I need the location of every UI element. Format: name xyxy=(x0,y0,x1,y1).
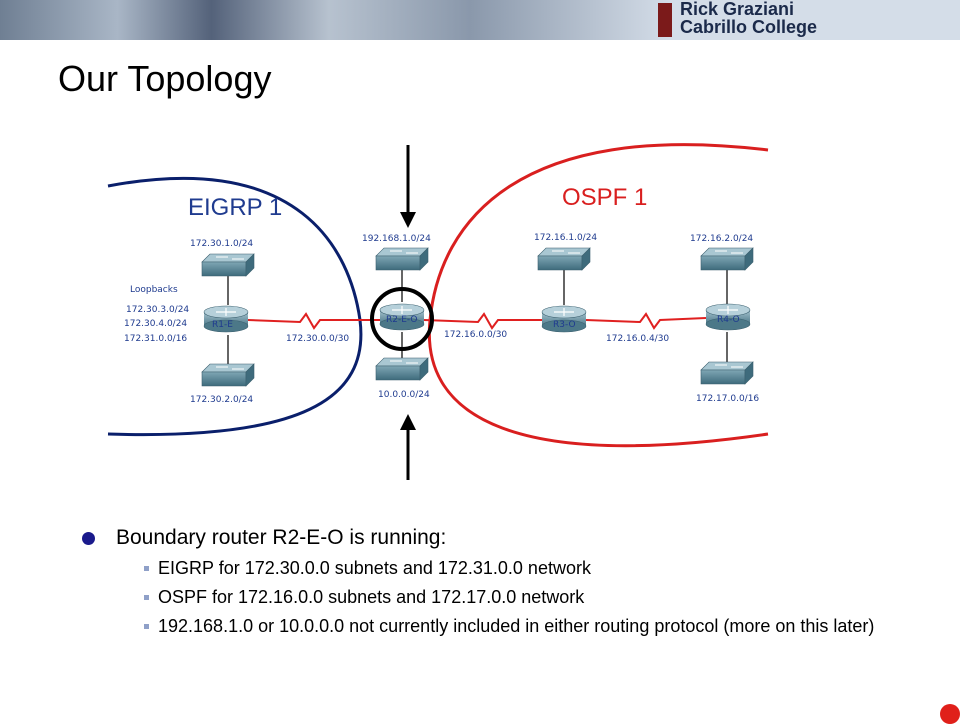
boundary-router-highlight xyxy=(370,287,434,351)
bullet-list: Boundary router R2-E-O is running: EIGRP… xyxy=(82,526,922,645)
banner-college: Cabrillo College xyxy=(680,17,818,37)
network-label-r2-top: 192.168.1.0/24 xyxy=(362,234,431,244)
bullet-dot-icon xyxy=(82,532,95,545)
switch-r1-bottom xyxy=(201,363,255,387)
serial-link-r2-r3 xyxy=(423,312,544,330)
router-label-r3: R3-O xyxy=(553,320,576,330)
network-label-r2-r3: 172.16.0.0/30 xyxy=(444,330,507,340)
network-label-r3-top: 172.16.1.0/24 xyxy=(534,233,597,243)
banner-photo xyxy=(0,0,470,40)
ospf-area-label: OSPF 1 xyxy=(562,184,647,211)
switch-r2-top xyxy=(375,247,429,271)
sub-bullet-2-text: OSPF for 172.16.0.0 subnets and 172.17.0… xyxy=(158,587,585,607)
bullet-main: Boundary router R2-E-O is running: xyxy=(82,526,922,550)
slide-title: Our Topology xyxy=(58,58,272,99)
loopback-label-3: 172.31.0.0/16 xyxy=(124,334,187,344)
slide-corner-dot xyxy=(940,704,960,724)
serial-link-r1-r2 xyxy=(247,312,380,330)
network-label-r1-r2: 172.30.0.0/30 xyxy=(286,334,349,344)
switch-r2-bottom xyxy=(375,357,429,381)
network-label-r1-bottom: 172.30.2.0/24 xyxy=(190,395,253,405)
banner-text: Rick Graziani Cabrillo College xyxy=(680,0,817,36)
network-label-r4-top: 172.16.2.0/24 xyxy=(690,234,753,244)
header-banner: Rick Graziani Cabrillo College xyxy=(0,0,960,40)
sub-bullet-icon xyxy=(144,624,149,629)
switch-r1-top xyxy=(201,253,255,277)
sub-bullet-3: 192.168.1.0 or 10.0.0.0 not currently in… xyxy=(82,616,922,637)
eigrp-area-label: EIGRP 1 xyxy=(188,194,282,221)
network-label-r2-bottom: 10.0.0.0/24 xyxy=(378,390,430,400)
switch-r4-top xyxy=(700,247,754,271)
sub-bullet-icon xyxy=(144,595,149,600)
switch-r4-bottom xyxy=(700,361,754,385)
arrow-top-head xyxy=(400,212,416,228)
network-label-r1-top: 172.30.1.0/24 xyxy=(190,239,253,249)
serial-link-r3-r4 xyxy=(585,312,707,330)
switch-r3-top xyxy=(537,247,591,271)
sub-bullet-icon xyxy=(144,566,149,571)
network-label-r3-r4: 172.16.0.4/30 xyxy=(606,334,669,344)
sub-bullet-2: OSPF for 172.16.0.0 subnets and 172.17.0… xyxy=(82,587,922,608)
sub-bullet-1-text: EIGRP for 172.30.0.0 subnets and 172.31.… xyxy=(158,558,591,578)
sub-bullet-3-text: 192.168.1.0 or 10.0.0.0 not currently in… xyxy=(158,616,875,636)
college-logo xyxy=(658,3,672,37)
loopback-label-2: 172.30.4.0/24 xyxy=(124,319,187,329)
router-label-r4: R4-O xyxy=(717,315,740,325)
loopback-label-1: 172.30.3.0/24 xyxy=(126,305,189,315)
bullet-main-text: Boundary router R2-E-O is running: xyxy=(116,526,447,549)
banner-author: Rick Graziani xyxy=(680,0,795,19)
router-label-r2: R2-E-O xyxy=(386,315,418,325)
sub-bullet-1: EIGRP for 172.30.0.0 subnets and 172.31.… xyxy=(82,558,922,579)
network-label-r4-bottom: 172.17.0.0/16 xyxy=(696,394,759,404)
router-label-r1: R1-E xyxy=(212,320,233,330)
arrow-bottom-head xyxy=(400,414,416,430)
loopbacks-title: Loopbacks xyxy=(130,285,178,295)
